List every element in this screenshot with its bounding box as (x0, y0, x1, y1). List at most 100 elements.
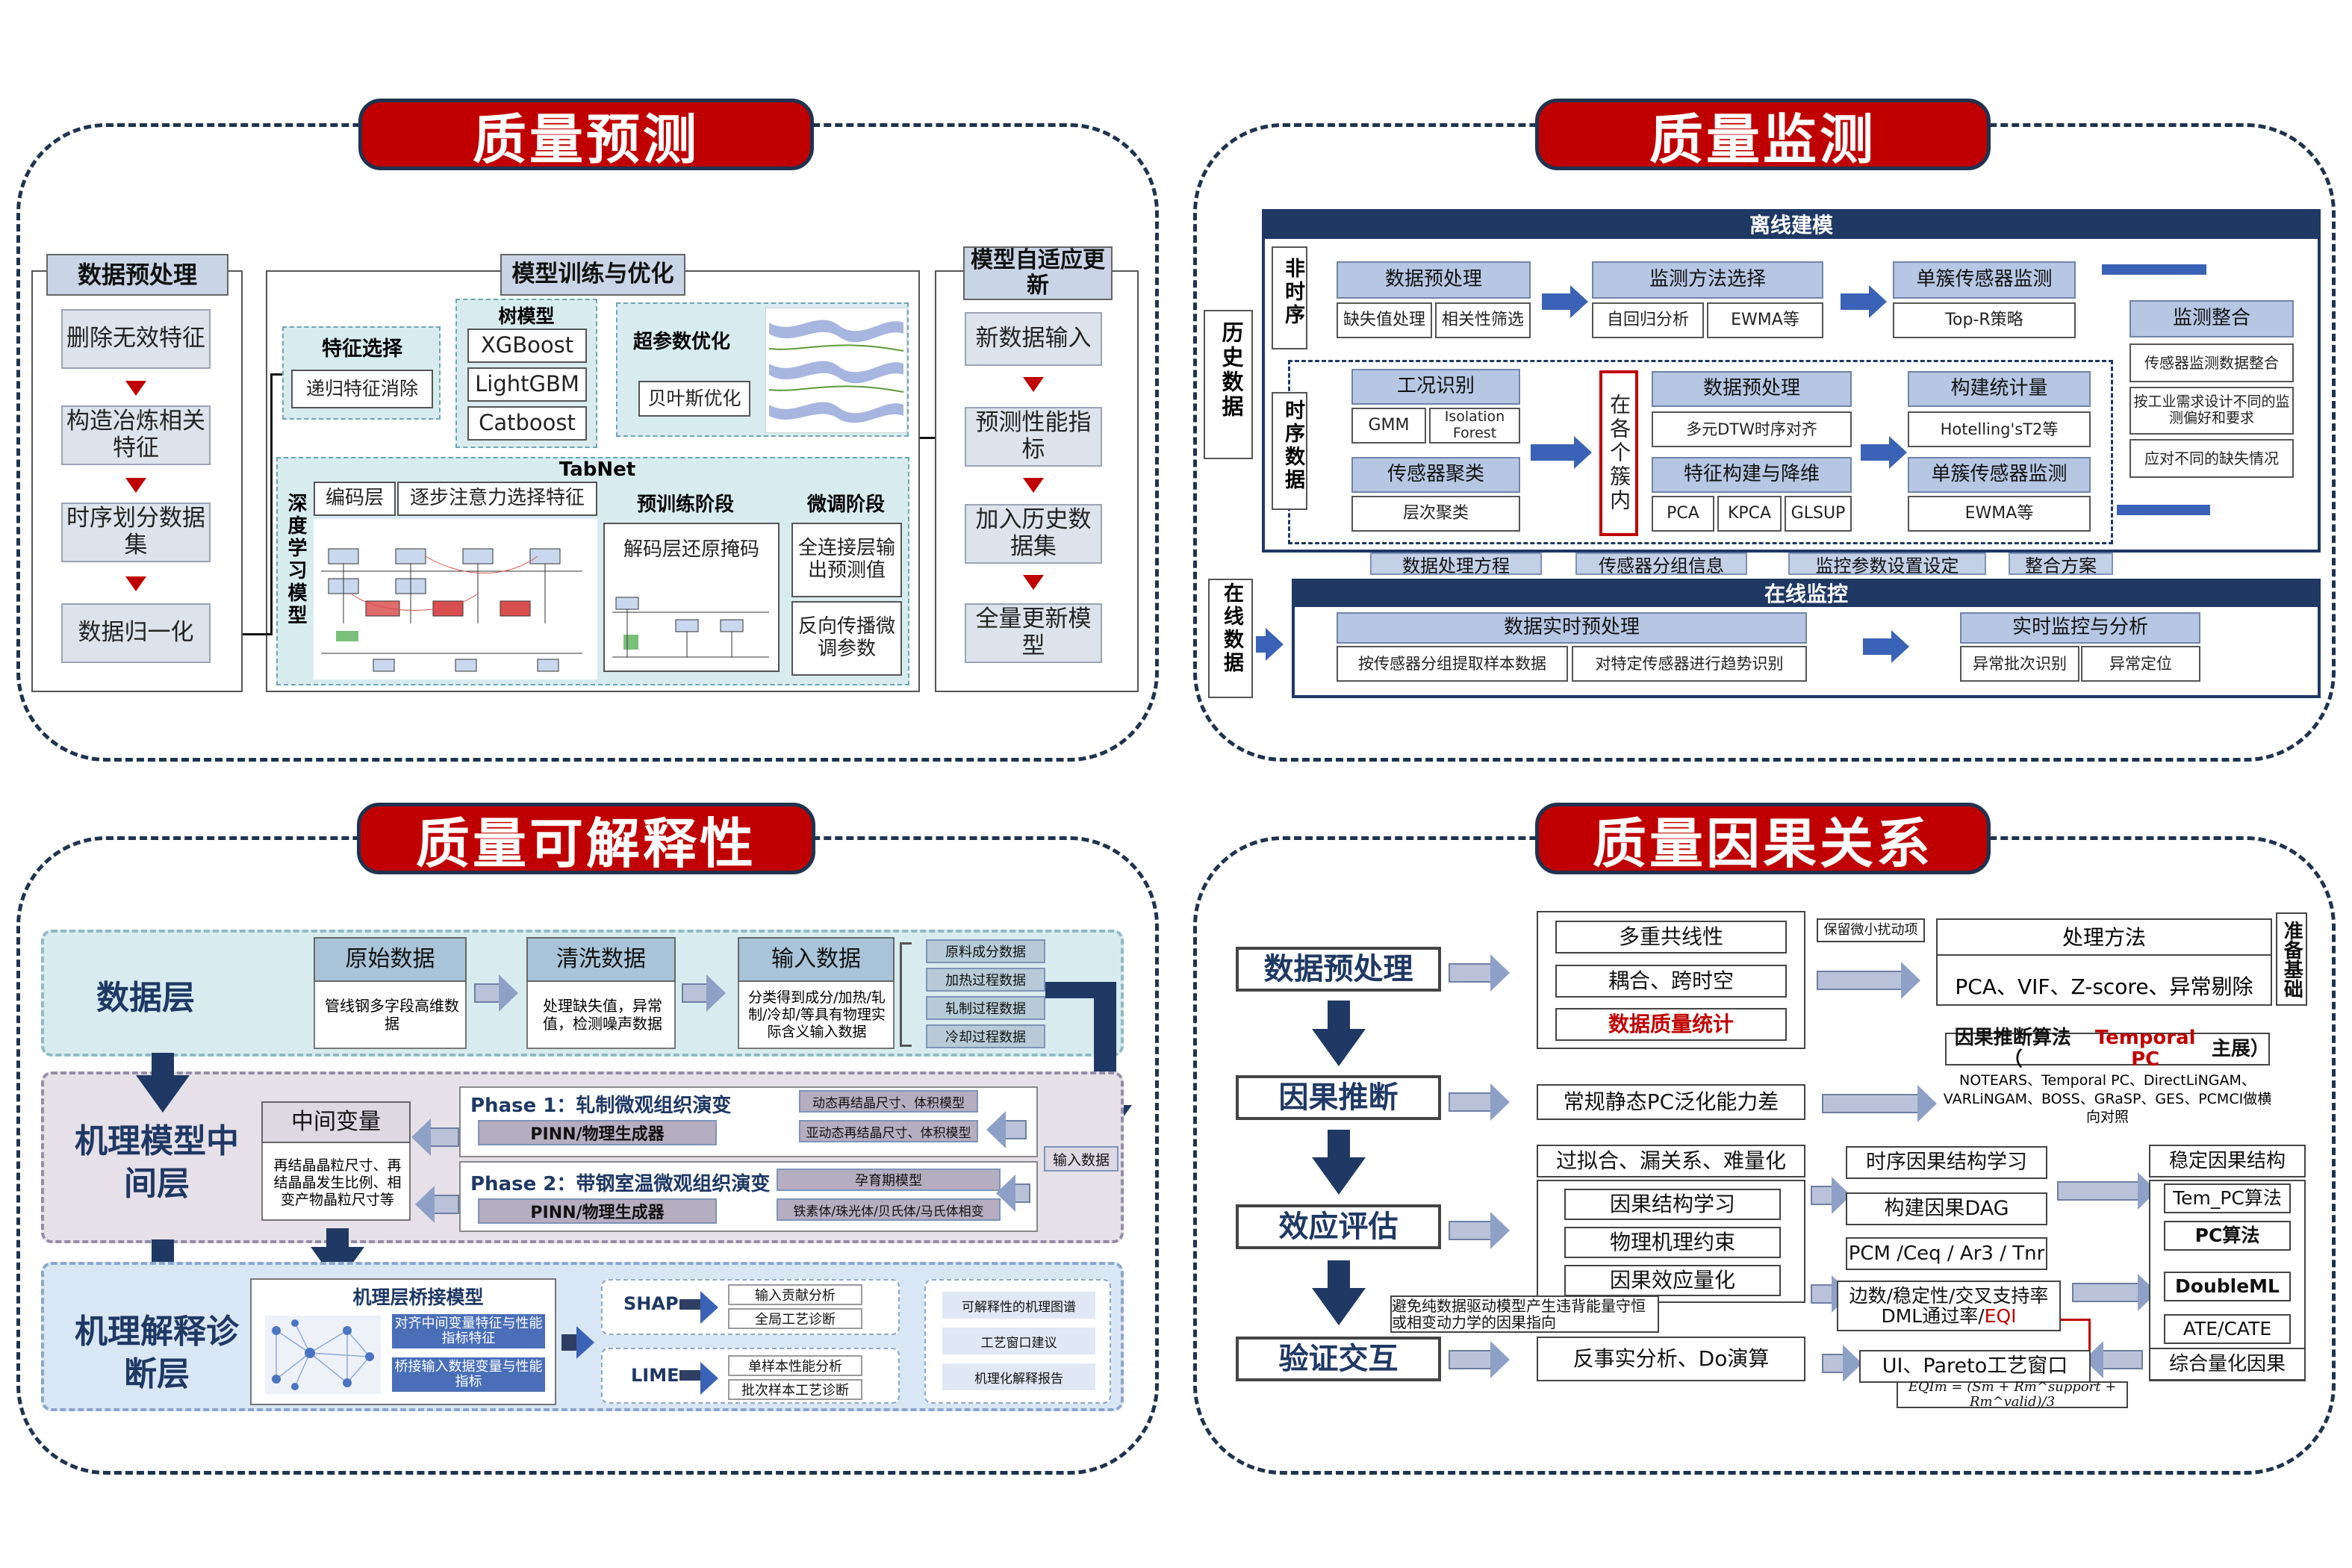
right-arrow (474, 974, 518, 1012)
step-construct-features: 构造冶炼相关特征 (61, 405, 211, 465)
shap-a: 输入贡献分析 (728, 1284, 862, 1305)
update-new-input: 新数据输入 (965, 312, 1102, 366)
quantified-causal: 综合量化因果 (2149, 1348, 2306, 1381)
right-arrow (1531, 436, 1592, 469)
down-arrow (125, 478, 146, 493)
r2-glsup: GLSUP (1785, 496, 1852, 532)
right-arrow (1811, 1177, 1851, 1214)
phase1-pinn: PINN/物理生成器 (478, 1120, 717, 1145)
finetune-output: 全连接层输出预测值 (791, 523, 902, 597)
out-window: 工艺窗口建议 (942, 1328, 1095, 1354)
feature-select-item: 递归特征消除 (291, 370, 433, 408)
rt-b: 对特定传感器进行趋势识别 (1572, 646, 1807, 682)
lime-a: 单样本性能分析 (728, 1355, 862, 1376)
rt-a: 按传感器分组提取样本数据 (1337, 646, 1568, 682)
left-arrow (2102, 1350, 2143, 1369)
left-arrow (1014, 1183, 1030, 1203)
merge-arrow-top (2102, 264, 2206, 275)
online-side-box (1208, 579, 1253, 698)
down-arrow (1023, 575, 1044, 590)
dp-multicol: 多重共线性 (1555, 921, 1787, 953)
right-arrow (2057, 1172, 2157, 1210)
cat-raw: 原料成分数据 (926, 939, 1045, 963)
encoder-desc: 逐步注意力选择特征 (397, 482, 597, 516)
merge-title: 监测整合 (2129, 300, 2294, 337)
down-arrow (1312, 1157, 1366, 1195)
merge-c: 应对不同的缺失情况 (2129, 439, 2294, 478)
layer-arrow-v (152, 1239, 174, 1266)
seq-box (1272, 392, 1307, 510)
r1-topr: Top-R策略 (1893, 302, 2076, 338)
train-title: 模型训练与优化 (500, 254, 685, 296)
pretrain-title: 预训练阶段 (636, 494, 734, 516)
offline-title: 离线建模 (1262, 209, 2321, 239)
step-inference: 因果推断 (1236, 1075, 1441, 1120)
dp-coupling: 耦合、跨时空 (1555, 965, 1787, 998)
right-arrow (1861, 436, 1907, 469)
bayes-opt-plot (765, 308, 907, 433)
r2-preprocess: 数据预处理 (1652, 371, 1852, 407)
tem-pc: Tem_PC算法 (2164, 1183, 2291, 1213)
tag-plan: 整合方案 (2009, 553, 2113, 576)
tag-group-info: 传感器分组信息 (1575, 553, 1747, 576)
tag-param: 监控参数设置设定 (1788, 553, 1986, 576)
r1-ewma: EWMA等 (1707, 302, 1823, 338)
algo-post: 主展） (2211, 1037, 2270, 1060)
step-arrow-v (1328, 1001, 1350, 1030)
pc-algo: PC算法 (2164, 1221, 2291, 1251)
right-arrow (2072, 1274, 2157, 1311)
history-label: 历史数据 (1219, 321, 1244, 420)
deep-model-label: 深度学习模型 (284, 493, 307, 627)
static-pc: 常规静态PC泛化能力差 (1537, 1084, 1805, 1120)
tabnet-title: TabNet (559, 458, 636, 481)
tree-title: 树模型 (498, 305, 555, 327)
tag-process-eq: 数据处理方程 (1370, 553, 1542, 576)
update-metrics: 预测性能指标 (965, 407, 1102, 467)
step-dp: 数据预处理 (1236, 947, 1441, 992)
r1-missing: 缺失值处理 (1337, 302, 1432, 338)
left-arrow (1004, 1120, 1027, 1139)
online-title: 在线监控 (1292, 579, 2321, 607)
method-title: 处理方法 (1936, 921, 2272, 956)
r2-feature: 特征构建与降维 (1652, 457, 1852, 493)
prep-box: 准备基础 (2276, 912, 2307, 1006)
r2-kpca: KPCA (1717, 496, 1782, 532)
phase1-b: 亚动态再结晶尺寸、体积模型 (799, 1120, 978, 1142)
cat-heat: 加热过程数据 (926, 968, 1045, 992)
doubleml: DoubleML (2164, 1272, 2291, 1301)
ate-cate: ATE/CATE (2164, 1314, 2291, 1344)
nonseq-box (1272, 246, 1307, 349)
r1-method: 监测方法选择 (1592, 261, 1823, 299)
method-box (1936, 918, 2272, 1006)
phase2-a: 孕育期模型 (777, 1169, 1001, 1191)
right-arrow (1449, 954, 1510, 992)
tree-catboost: Catboost (467, 406, 587, 441)
r1-corr: 相关性筛选 (1435, 302, 1531, 338)
r2-ewma: EWMA等 (1908, 496, 2091, 532)
right-arrow (1811, 1275, 1851, 1313)
mid-desc: 再结晶晶粒尺寸、再结晶晶发生比例、相变产物晶粒尺寸等 (273, 1157, 402, 1208)
mid-structure: 因果结构学习 (1564, 1189, 1781, 1220)
margin-text: 边数/稳定性/交叉支持率 (1849, 1284, 2049, 1307)
clean-desc: 处理缺失值，异常值，检测噪声数据 (543, 997, 662, 1033)
step-effect: 效应评估 (1236, 1204, 1441, 1249)
right-arrow (1449, 1083, 1510, 1121)
r2-dtw: 多元DTW时序对齐 (1652, 411, 1852, 447)
connector (243, 633, 273, 635)
input-title: 输入数据 (738, 937, 895, 982)
decoder-label: 解码层还原掩码 (623, 538, 759, 561)
title-prediction: 质量预测 (358, 99, 814, 171)
r2-hier: 层次聚类 (1351, 496, 1520, 532)
right-arrow (1256, 628, 1284, 661)
r1-preprocess: 数据预处理 (1337, 261, 1531, 299)
connector (270, 373, 282, 376)
preprocess-title: 数据预处理 (46, 254, 228, 296)
r1-single: 单簇传感器监测 (1893, 261, 2076, 299)
algo-list: NOTEARS、Temporal PC、DirectLiNGAM、VARLiNG… (1943, 1072, 2272, 1126)
seq-label: 时序数据 (1281, 399, 1304, 492)
update-add-history: 加入历史数据集 (965, 504, 1102, 564)
out-report: 机理化解释报告 (942, 1363, 1095, 1390)
input-desc: 分类得到成分/加热/轧制/冷却/等具有物理实际含义输入数据 (748, 989, 886, 1040)
step-validate: 验证交互 (1236, 1337, 1441, 1381)
